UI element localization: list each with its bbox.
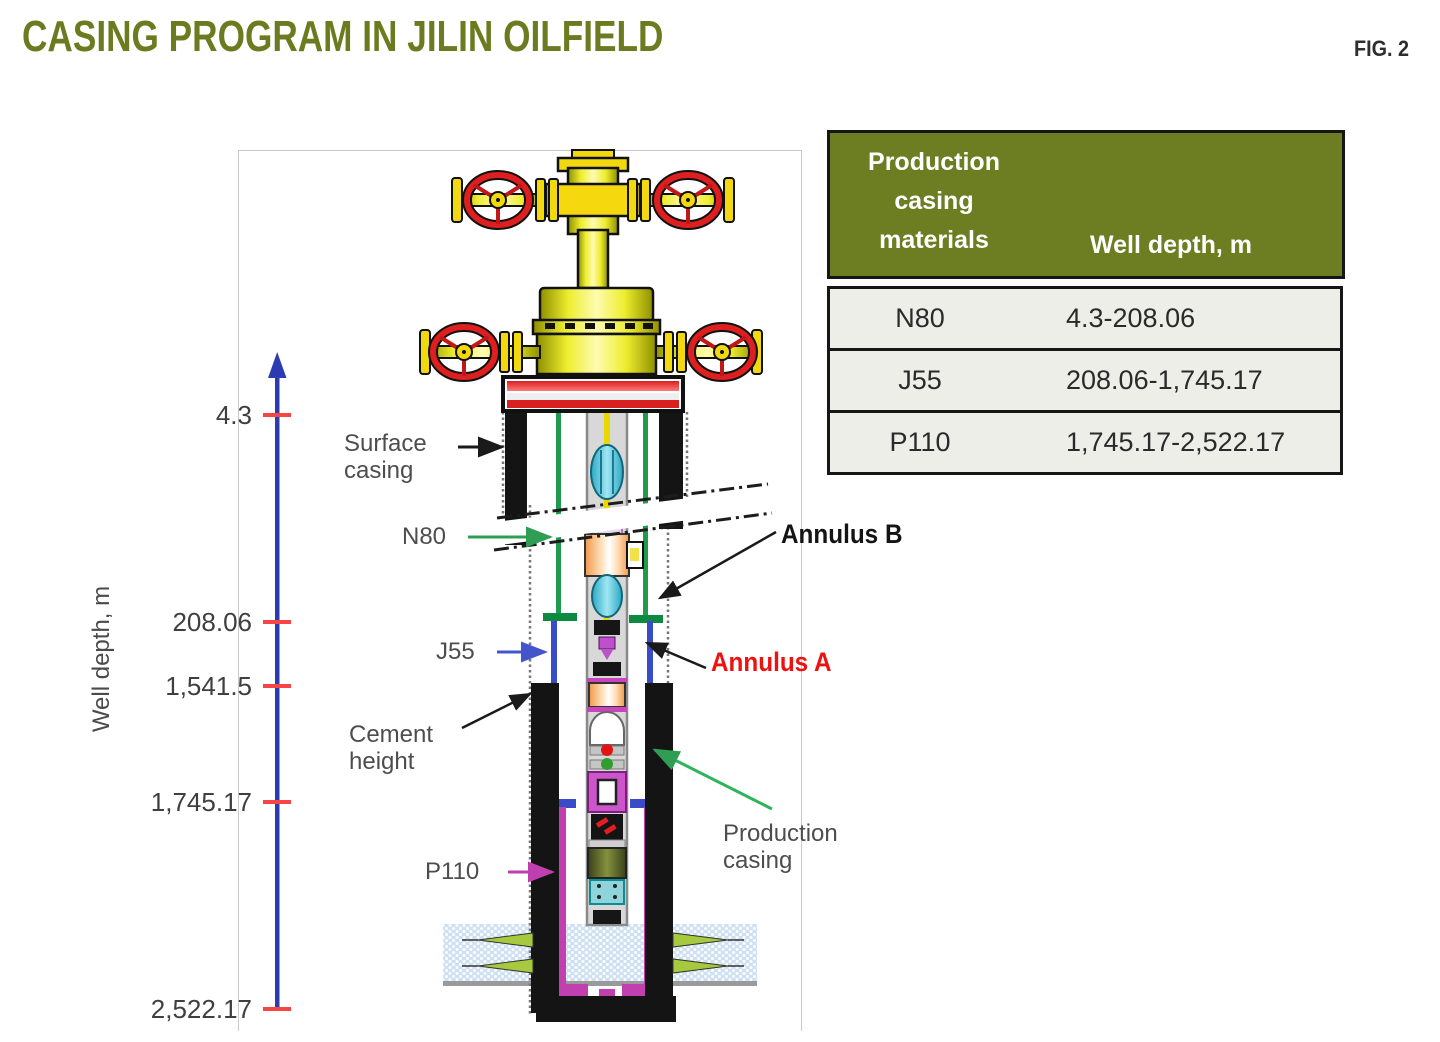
depth-tick-label: 1,541.5	[165, 671, 252, 701]
depth-tick-label: 1,745.17	[150, 787, 252, 817]
production-tubing-string	[584, 393, 644, 927]
p110-label: P110	[425, 858, 480, 885]
table-row: P110 1,745.17-2,522.17	[830, 410, 1340, 472]
landing-nipple	[589, 711, 625, 746]
olive-drum-tool	[587, 847, 627, 879]
material-cell: J55	[898, 365, 942, 395]
wing-valve-bottom-left	[419, 322, 541, 382]
striped-sub	[591, 814, 623, 840]
table-row: N80 4.3-208.06	[830, 289, 1340, 348]
downhole-tool-cyan-1	[590, 444, 624, 500]
production-casing-label: Production casing	[723, 820, 838, 874]
wellhead-base-flange	[501, 375, 685, 413]
depth-cell: 4.3-208.06	[1066, 303, 1196, 333]
depth-tick-label: 208.06	[172, 607, 252, 637]
wing-valve-top-right	[627, 170, 735, 230]
page-title: CASING PROGRAM IN JILIN OILFIELD	[22, 12, 664, 61]
packer-lower	[588, 682, 626, 708]
table-header: Production casing materials Well depth, …	[827, 130, 1345, 279]
j55-label: J55	[436, 638, 475, 665]
well-depth-axis-label: Well depth, m	[88, 585, 115, 733]
annotation-arrows	[458, 436, 777, 883]
surface-casing-label: Surface casing	[344, 430, 427, 484]
depth-cell: 1,745.17-2,522.17	[1066, 427, 1286, 457]
table-row: J55 208.06-1,745.17	[830, 348, 1340, 410]
depth-break-lines	[493, 482, 773, 552]
perforated-sub	[589, 879, 625, 905]
annulus-b-label: Annulus B	[781, 519, 903, 549]
cement-height-arrow	[461, 692, 533, 730]
reservoir-zone	[443, 924, 757, 986]
depth-tick-label: 2,522.17	[150, 994, 252, 1024]
red-valve-dot	[601, 744, 613, 756]
n80-label: N80	[402, 523, 447, 550]
wing-valve-top-left	[451, 170, 559, 230]
depth-tick-label: 4.3	[215, 400, 252, 430]
wing-valve-bottom-right	[655, 322, 763, 382]
downhole-tool-cyan-2	[591, 574, 623, 618]
packer-upper	[584, 533, 630, 577]
figure-number: FIG. 2	[1354, 36, 1410, 61]
annulus-b-arrow	[657, 530, 777, 600]
diagram-frame	[238, 150, 802, 1031]
depth-cell: 208.06-1,745.17	[1066, 365, 1263, 395]
cement-height-label: Cement height	[349, 721, 434, 775]
material-cell: N80	[895, 303, 945, 333]
depth-scale-axis	[263, 352, 291, 1011]
casing-table: N80 4.3-208.06 J55 208.06-1,745.17 P110 …	[827, 286, 1343, 475]
annulus-a-arrow	[644, 641, 707, 670]
table-header-well-depth: Well depth, m	[1089, 231, 1253, 259]
cement-sheath	[531, 683, 676, 1022]
production-casing-arrow	[652, 748, 773, 811]
annulus-a-label: Annulus A	[711, 647, 832, 677]
wellhead-christmas-tree	[419, 149, 763, 413]
perforation-darts	[462, 932, 744, 974]
green-valve-dot	[601, 758, 613, 770]
material-cell: P110	[889, 427, 951, 457]
table-header-materials: Production casing materials	[868, 148, 1000, 254]
